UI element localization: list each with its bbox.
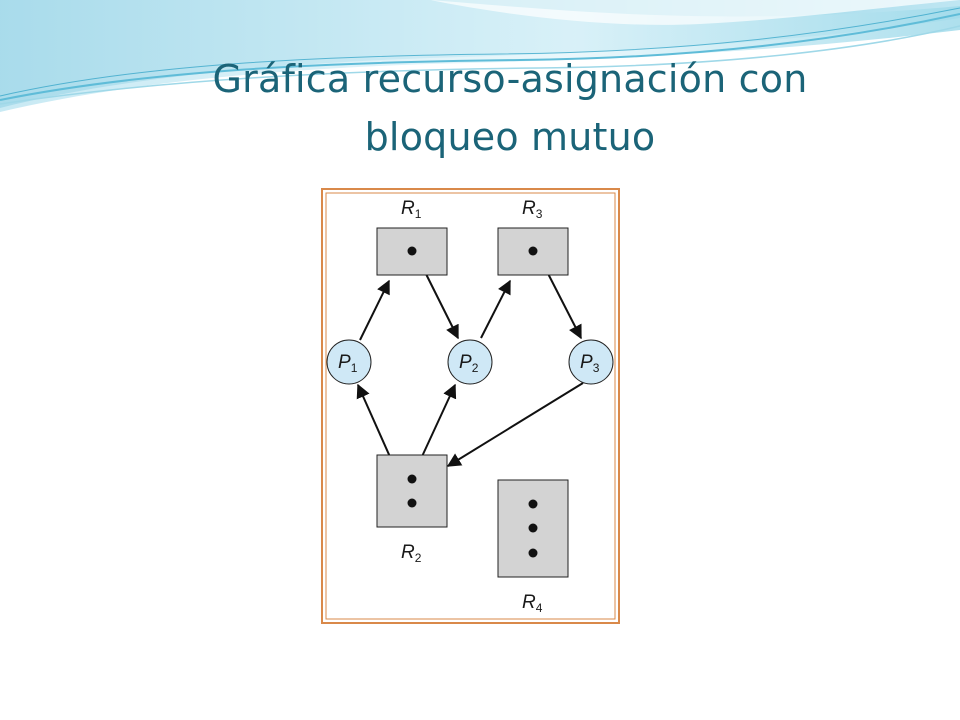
wave-line-2 bbox=[0, 25, 960, 105]
resource-r2-instance-1 bbox=[407, 474, 417, 484]
process-p2: P2 bbox=[447, 339, 493, 385]
resource-r4-instance-2 bbox=[528, 523, 538, 533]
resource-r2-box bbox=[376, 454, 448, 528]
process-p1: P1 bbox=[326, 339, 372, 385]
resource-r4-label: R4 bbox=[522, 592, 543, 615]
edge-p1-requests-r1 bbox=[359, 279, 390, 341]
wave-light-band bbox=[0, 0, 960, 112]
wave-line-1 bbox=[0, 13, 960, 101]
header-wave-decoration bbox=[0, 0, 960, 112]
resource-r4-instance-1 bbox=[528, 499, 538, 509]
process-p3-label: P3 bbox=[580, 352, 600, 375]
process-p1-label: P1 bbox=[338, 352, 358, 375]
diagram-frame-inner bbox=[325, 192, 616, 620]
slide-title-line-1: Gráfica recurso-asignación con bbox=[212, 57, 808, 101]
resource-r1-instance bbox=[407, 246, 417, 256]
diagram-frame-outer bbox=[321, 188, 620, 624]
resource-r3-instance bbox=[528, 246, 538, 256]
resource-r2-instance-2 bbox=[407, 498, 417, 508]
resource-r4-instance-3 bbox=[528, 548, 538, 558]
resource-r1-label: R1 bbox=[401, 198, 422, 221]
resource-r3: R3 bbox=[497, 198, 569, 276]
resource-r4: R4 bbox=[497, 479, 569, 615]
wave-highlight bbox=[430, 0, 960, 25]
edge-p3-requests-r2 bbox=[446, 382, 584, 467]
resource-r2-label: R2 bbox=[401, 542, 422, 565]
resource-r1: R1 bbox=[376, 198, 448, 276]
process-p2-label: P2 bbox=[459, 352, 479, 375]
slide-title: Gráfica recurso-asignación con bloqueo m… bbox=[160, 50, 860, 166]
resource-r2: R2 bbox=[376, 454, 448, 565]
slide-title-line-2: bloqueo mutuo bbox=[364, 115, 656, 159]
wave-line-3 bbox=[0, 7, 960, 97]
resource-allocation-graph: R1 R3 R2 R4 P1 bbox=[321, 188, 620, 624]
edge-p2-requests-r3 bbox=[480, 279, 511, 339]
resource-r3-label: R3 bbox=[522, 198, 543, 221]
process-p1-circle bbox=[326, 339, 372, 385]
process-p3-circle bbox=[568, 339, 614, 385]
process-p2-circle bbox=[447, 339, 493, 385]
process-p3: P3 bbox=[568, 339, 614, 385]
